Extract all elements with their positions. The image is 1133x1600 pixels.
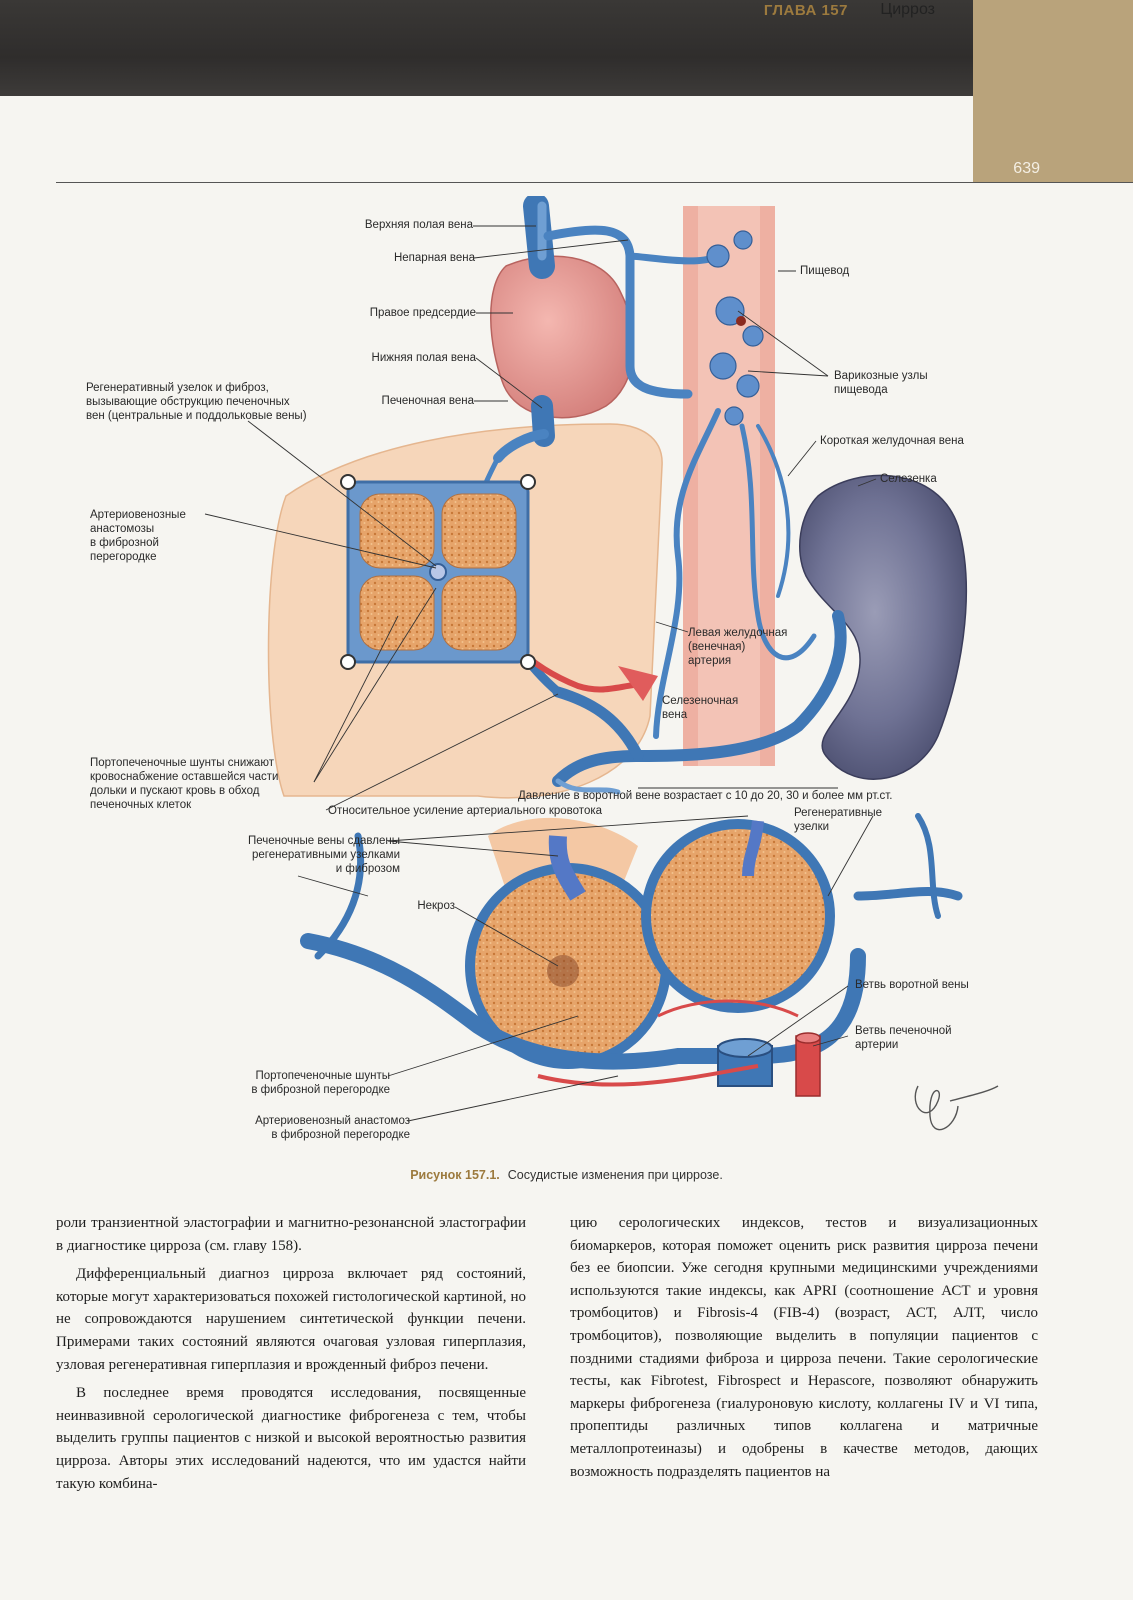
caption-text: Сосудистые изменения при циррозе.	[507, 1168, 723, 1182]
label-short-gastric: Короткая желудочная вена	[820, 435, 964, 447]
page-number-tab	[973, 0, 1133, 182]
figure-caption: Рисунок 157.1. Сосудистые изменения при ц…	[0, 1168, 1133, 1182]
label-av-anastomoses: Артериовенозные анастомозы в фиброзной п…	[90, 509, 186, 563]
label-ivc: Нижняя полая вена	[371, 352, 476, 364]
text-column-right: цию серологических индексов, тестов и ви…	[570, 1212, 1038, 1483]
paragraph: Дифференциальный диагноз цирроза включае…	[56, 1266, 526, 1373]
caption-number: Рисунок 157.1.	[410, 1168, 500, 1182]
label-shunts-septum: Портопеченочные шунты в фиброзной перего…	[251, 1070, 390, 1096]
lobule-schematic	[340, 474, 536, 670]
label-hepatic-vein: Печеночная вена	[381, 395, 474, 407]
right-atrium	[490, 255, 635, 419]
label-spleen: Селезенка	[880, 473, 937, 485]
figure-157-1: Верхняя полая вена Непарная вена Правое …	[58, 196, 1078, 1164]
label-regen-nodules: Регенеративные узелки	[794, 807, 882, 833]
label-necrosis: Некроз	[417, 900, 455, 912]
page-number: 639	[1013, 160, 1040, 177]
label-av-anastomosis-septum: Артериовенозный анастомоз в фиброзной пе…	[255, 1115, 410, 1141]
leader-lines	[204, 225, 877, 811]
spleen	[799, 474, 967, 780]
chapter-title: Цирроз	[880, 1, 935, 18]
magnified-panel	[300, 813, 963, 1097]
paragraph: В последнее время проводятся исследовани…	[56, 1385, 526, 1492]
label-svc: Верхняя полая вена	[364, 219, 473, 231]
scan-dark-edge	[0, 0, 1133, 96]
esophagus	[683, 206, 775, 766]
chapter-label: ГЛАВА 157	[763, 2, 848, 19]
cirrhosis-illustration	[204, 196, 999, 1131]
label-hepatic-artery-branch: Ветвь печеночной артерии	[855, 1025, 952, 1051]
label-splenic-vein: Селезеночная вена	[662, 695, 739, 721]
label-portohepatic-shunts: Портопеченочные шунты снижают кровоснабж…	[90, 757, 279, 811]
variceal-bleed-mark	[736, 316, 746, 326]
label-azygos: Непарная вена	[393, 252, 475, 264]
label-right-atrium: Правое предсердие	[369, 307, 476, 319]
paragraph: цию серологических индексов, тестов и ви…	[570, 1215, 1038, 1480]
label-regen-obstruction: Регенеративный узелок и фиброз, вызывающ…	[86, 382, 307, 422]
label-esophagus: Пищевод	[800, 265, 850, 277]
label-esophageal-varices: Варикозные узлы пищевода	[834, 370, 928, 396]
netter-signature	[914, 1085, 999, 1131]
text-column-left: роли транзиентной эластографии и магнитн…	[56, 1212, 526, 1495]
necrosis-area	[547, 955, 579, 987]
label-portal-pressure: Давление в воротной вене возрастает с 10…	[518, 790, 893, 802]
running-header	[56, 160, 1133, 183]
label-left-gastric: Левая желудочная (венечная) артерия	[688, 627, 788, 667]
paragraph: роли транзиентной эластографии и магнитн…	[56, 1215, 526, 1254]
esophageal-varices	[706, 230, 764, 426]
label-arterial-increase: Относительное усиление артериального кро…	[328, 805, 603, 817]
label-compressed-veins: Печеночные вены сдавлены регенеративными…	[248, 835, 400, 875]
label-portal-branch: Ветвь воротной вены	[855, 979, 969, 991]
